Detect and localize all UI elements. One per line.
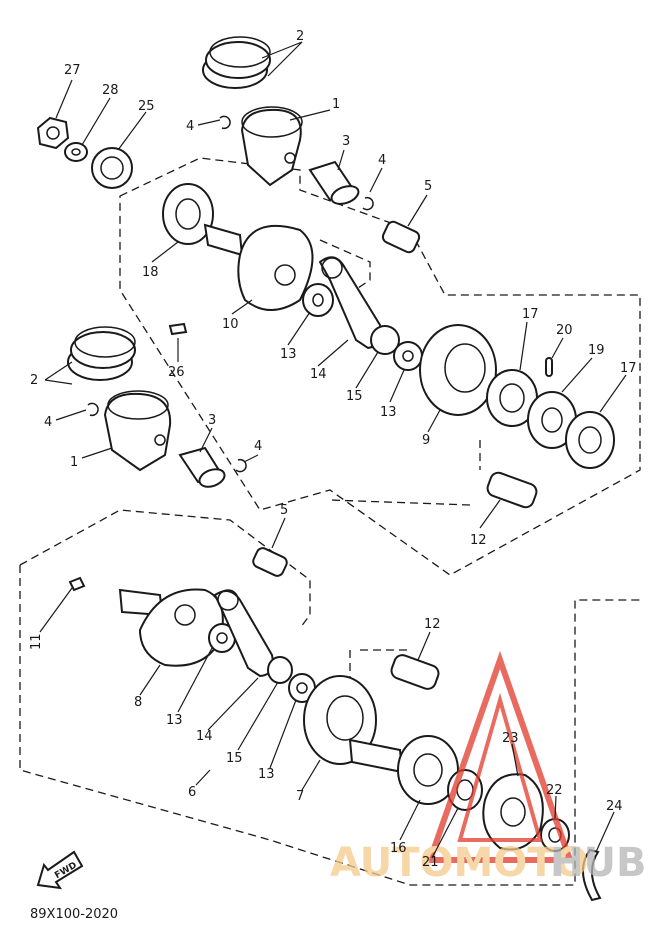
- callout-11: 11: [29, 633, 44, 650]
- callout-5: 5: [280, 503, 288, 518]
- callout-27: 27: [64, 63, 81, 78]
- crank-web-10: [237, 224, 314, 311]
- washer-13b: [393, 341, 423, 371]
- needle-bearing-12b: [390, 654, 440, 690]
- piston-lower: [103, 390, 172, 472]
- callout-15: 15: [226, 751, 243, 766]
- callout-12: 12: [424, 617, 441, 632]
- circlip-lower-a: [87, 402, 99, 417]
- forward-arrow-icon: FWD: [36, 850, 84, 890]
- callout-4: 4: [254, 439, 262, 454]
- watermark-logo-triangle: [425, 650, 575, 863]
- callout-18: 18: [142, 265, 159, 280]
- circlip-lower-b: [235, 458, 247, 473]
- automotohub-watermark: AUTOMOTO HUB: [330, 650, 646, 886]
- callout-24: 24: [606, 799, 623, 814]
- callout-22: 22: [546, 783, 563, 798]
- washer-13d: [288, 673, 316, 703]
- piston-ring-set-lower: [67, 326, 136, 381]
- diagram-code: 89X100-2020: [30, 907, 118, 922]
- callout-13: 13: [280, 347, 297, 362]
- callout-20: 20: [556, 323, 573, 338]
- washer-28: [64, 142, 88, 162]
- callout-1: 1: [332, 97, 340, 112]
- leader-lines: [39, 41, 627, 859]
- piston-pin-lower: [178, 446, 226, 488]
- output-shaft: [348, 738, 404, 774]
- callout-14: 14: [310, 367, 327, 382]
- connecting-rod-upper: [318, 256, 383, 350]
- callout-3: 3: [208, 413, 216, 428]
- callout-28: 28: [102, 83, 119, 98]
- needle-bearing-lower: [252, 547, 288, 577]
- callout-12: 12: [470, 533, 487, 548]
- callout-labels: 2 27 28 25 4 1 3 4 5 18 10 13 14 26 15 1…: [29, 29, 637, 870]
- crank-shaft-upper: [203, 223, 244, 257]
- callout-13: 13: [380, 405, 397, 420]
- callout-13: 13: [258, 767, 275, 782]
- callout-13: 13: [166, 713, 183, 728]
- needle-bearing-12a: [486, 471, 538, 509]
- callout-5: 5: [424, 179, 432, 194]
- piston-ring-set-upper: [202, 36, 271, 89]
- callout-25: 25: [138, 99, 155, 114]
- oil-seal-25: [91, 147, 133, 189]
- callout-1: 1: [70, 455, 78, 470]
- callout-3: 3: [342, 134, 350, 149]
- assembly-outline-upper: [119, 157, 641, 576]
- piston-upper: [240, 106, 303, 187]
- bearing-16: [397, 735, 459, 805]
- callout-2: 2: [296, 29, 304, 44]
- callout-17: 17: [522, 307, 539, 322]
- bearing-18: [162, 183, 214, 245]
- callout-21: 21: [422, 855, 439, 870]
- callout-23: 23: [502, 731, 519, 746]
- woodruff-key-11: [68, 576, 86, 592]
- crank-web-9: [419, 324, 497, 416]
- callout-7: 7: [296, 789, 304, 804]
- needle-bearing-upper: [381, 220, 421, 254]
- callout-26: 26: [168, 365, 185, 380]
- assembly-outline-lower: [19, 440, 640, 886]
- connecting-rod-lower: [213, 589, 274, 678]
- callout-17: 17: [620, 361, 637, 376]
- callout-4: 4: [378, 153, 386, 168]
- crank-pin-key-26: [168, 322, 188, 336]
- callout-19: 19: [588, 343, 605, 358]
- circlip-24: [582, 848, 602, 902]
- callout-4: 4: [186, 119, 194, 134]
- callout-4: 4: [44, 415, 52, 430]
- nut: [36, 116, 70, 150]
- bearing-17a: [486, 369, 538, 427]
- callout-2: 2: [30, 373, 38, 388]
- callout-6: 6: [188, 785, 196, 800]
- circlip-upper-a: [219, 115, 231, 130]
- callout-16: 16: [390, 841, 407, 856]
- watermark-text-left: AUTOMOTO: [330, 840, 589, 886]
- needle-bearing-15a: [370, 325, 400, 355]
- piston-pin-upper: [308, 160, 360, 205]
- callout-15: 15: [346, 389, 363, 404]
- callout-8: 8: [134, 695, 142, 710]
- needle-bearing-15b: [267, 656, 293, 684]
- callout-9: 9: [422, 433, 430, 448]
- callout-10: 10: [222, 317, 239, 332]
- bearing-17b: [565, 411, 615, 469]
- dowel-pin-20: [545, 357, 553, 377]
- circlip-upper-b: [362, 196, 374, 211]
- washer-13a: [302, 283, 334, 317]
- callout-14: 14: [196, 729, 213, 744]
